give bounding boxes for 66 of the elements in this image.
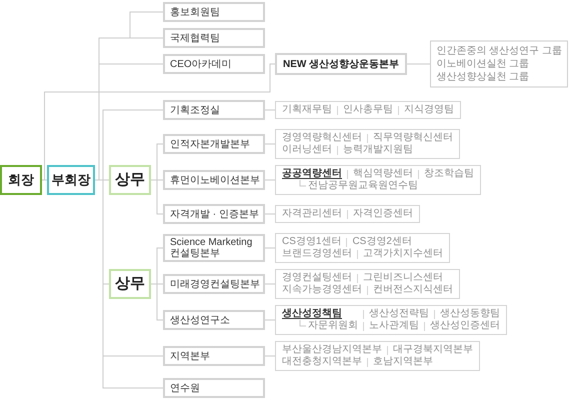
department-box: Science Marketing 컨설팅본부 bbox=[163, 234, 265, 262]
department-box: 인적자본개발본부 bbox=[163, 134, 265, 154]
department-box: 연수원 bbox=[163, 378, 265, 398]
unit-label: 생산성동향팀 bbox=[440, 308, 500, 320]
unit-label: 전남공무원교육원연수팀 bbox=[308, 180, 418, 192]
unit-label: 이러닝센터 bbox=[282, 144, 332, 156]
unit-label: 호남지역본부 bbox=[373, 356, 433, 368]
unit-label: CS경영1센터 bbox=[282, 236, 342, 248]
group-list-box bbox=[430, 40, 568, 88]
unit-label: 직무역량혁신센터 bbox=[373, 132, 453, 144]
team-list-box bbox=[275, 101, 461, 119]
unit-label: 대전충청지역본부 bbox=[282, 356, 362, 368]
unit-label: 브랜드경영센터 bbox=[282, 248, 352, 260]
team-list-box bbox=[275, 205, 420, 223]
unit-label: 경영컨설팅센터 bbox=[282, 272, 352, 284]
unit-label: 지속가능경영센터 bbox=[282, 284, 362, 296]
unit-label: 고객가치지수센터 bbox=[363, 248, 443, 260]
unit-label: 부산울산경남지역본부 bbox=[282, 344, 382, 356]
department-box: 국제협력팀 bbox=[163, 28, 265, 48]
unit-label: 인사총무팀 bbox=[343, 104, 393, 116]
department-box: 홍보회원팀 bbox=[163, 2, 265, 22]
unit-label: 공공역량센터 bbox=[282, 168, 342, 180]
connector-line bbox=[150, 180, 164, 214]
headquarters-box: NEW 생산성향상운동본부 bbox=[275, 53, 408, 75]
unit-label: 생산성전략팀 bbox=[369, 308, 429, 320]
team-list-box bbox=[275, 233, 450, 263]
team-list-box bbox=[275, 165, 481, 195]
unit-label: CS경영2센터 bbox=[352, 236, 412, 248]
unit-label: 자격인증센터 bbox=[353, 208, 413, 220]
unit-label: 경영역량혁신센터 bbox=[282, 132, 362, 144]
executive-box: 상무 bbox=[109, 269, 151, 299]
team-list-box bbox=[275, 341, 480, 371]
connector-line bbox=[300, 180, 306, 186]
unit-label: 자문위원회 bbox=[308, 320, 358, 332]
connector-line bbox=[42, 64, 276, 180]
unit-label: 노사관계팀 bbox=[369, 320, 419, 332]
connector-line bbox=[300, 320, 306, 326]
department-box: 미래경영컨설팅본부 bbox=[163, 274, 265, 294]
unit-label: 생산성인증센터 bbox=[430, 320, 500, 332]
unit-label: 능력개발지원팀 bbox=[343, 144, 413, 156]
unit-label: 창조학습팀 bbox=[424, 168, 474, 180]
group-label: 생산성향상실천 그룹 bbox=[436, 70, 530, 84]
connector-line bbox=[94, 180, 164, 388]
unit-label: 컨버전스지식센터 bbox=[373, 284, 453, 296]
connector-line bbox=[150, 284, 164, 320]
executive-box: 상무 bbox=[109, 165, 151, 195]
unit-label: 대구경북지역본부 bbox=[393, 344, 473, 356]
unit-label: 핵심역량센터 bbox=[353, 168, 413, 180]
vice-chairman-box: 부회장 bbox=[47, 165, 95, 195]
unit-label: 그린비즈니스센터 bbox=[363, 272, 443, 284]
group-label: 인간존중의 생산성연구 그룹 bbox=[436, 44, 562, 58]
unit-label: 자격관리센터 bbox=[282, 208, 342, 220]
department-box: 자격개발 · 인증본부 bbox=[163, 204, 265, 224]
chairman-box: 회장 bbox=[0, 165, 42, 195]
unit-label: 기획재무팀 bbox=[282, 104, 332, 116]
department-box: 휴먼이노베이션본부 bbox=[163, 170, 265, 190]
team-list-box bbox=[275, 269, 460, 299]
unit-label: 생산성정책팀 bbox=[282, 308, 342, 320]
department-box: 지역본부 bbox=[163, 346, 265, 366]
unit-label: 지식경영팀 bbox=[404, 104, 454, 116]
department-box: 기획조정실 bbox=[163, 100, 265, 120]
team-list-box bbox=[275, 305, 507, 335]
group-label: 이노베이션실천 그룹 bbox=[436, 58, 530, 70]
department-box: 생산성연구소 bbox=[163, 310, 265, 330]
department-box: CEO아카데미 bbox=[163, 54, 265, 74]
team-list-box bbox=[275, 129, 460, 159]
